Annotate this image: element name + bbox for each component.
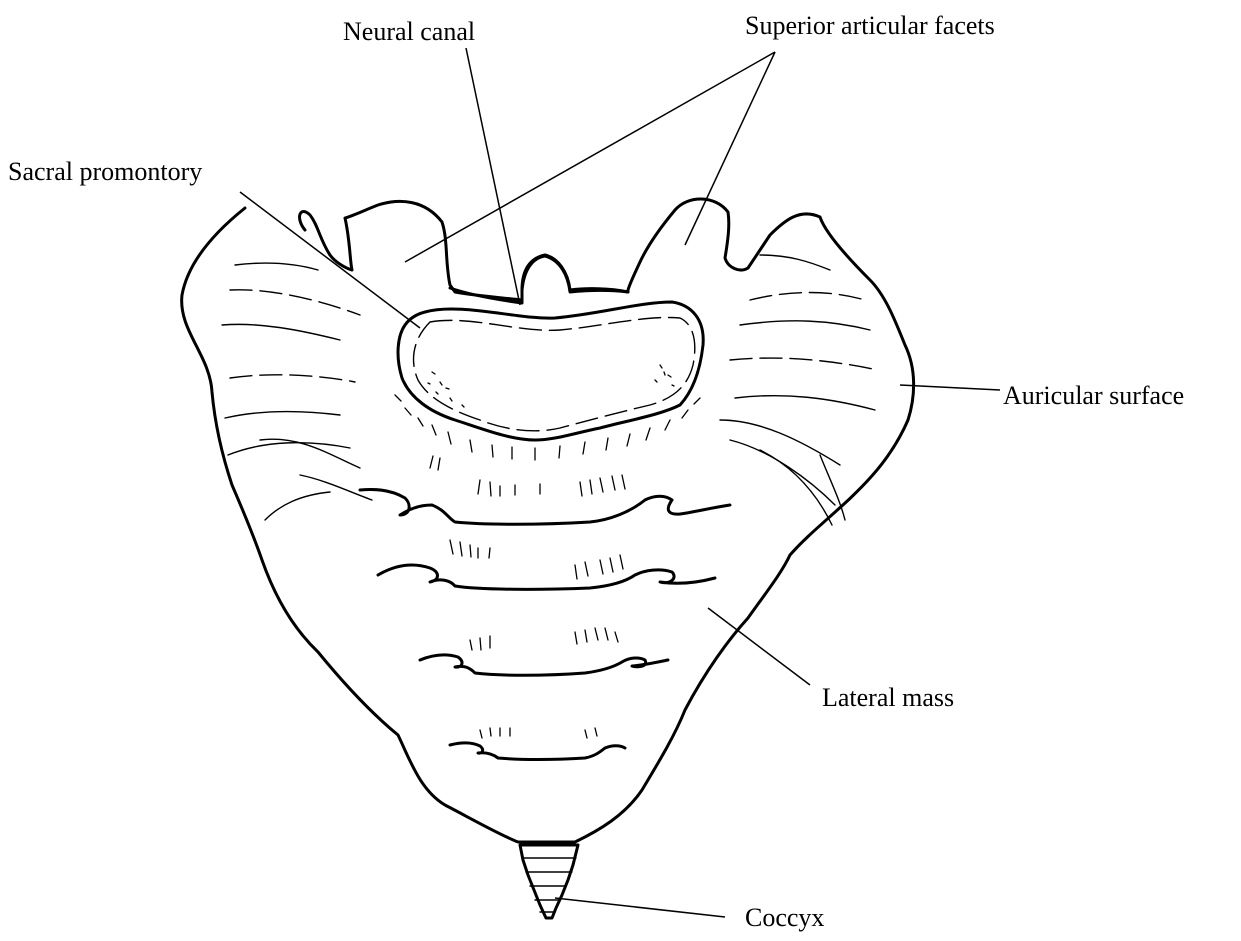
leader-coccyx (555, 898, 725, 917)
leader-sacral-promontory (240, 192, 420, 328)
label-lateral-mass: Lateral mass (822, 683, 954, 712)
ridge-4 (450, 743, 625, 760)
leader-superior-facet-left (405, 52, 775, 262)
ridge-hatching (430, 456, 625, 738)
neural-canal-edge (450, 256, 628, 303)
label-neural-canal: Neural canal (343, 17, 475, 46)
coccyx-shape (520, 845, 578, 918)
ridge-2 (378, 565, 715, 589)
label-superior-articular-facets: Superior articular facets (745, 11, 995, 40)
leader-neural-canal (466, 48, 520, 305)
leader-superior-facet-right (685, 52, 775, 245)
body-stipple (428, 365, 674, 407)
ridge-1 (360, 489, 730, 524)
label-coccyx: Coccyx (745, 903, 824, 932)
sacral-body (398, 302, 703, 440)
lateral-striations (222, 255, 878, 525)
body-hatching (395, 395, 700, 460)
label-auricular-surface: Auricular surface (1003, 381, 1184, 410)
ridge-3 (420, 655, 668, 675)
label-sacral-promontory: Sacral promontory (8, 157, 202, 186)
